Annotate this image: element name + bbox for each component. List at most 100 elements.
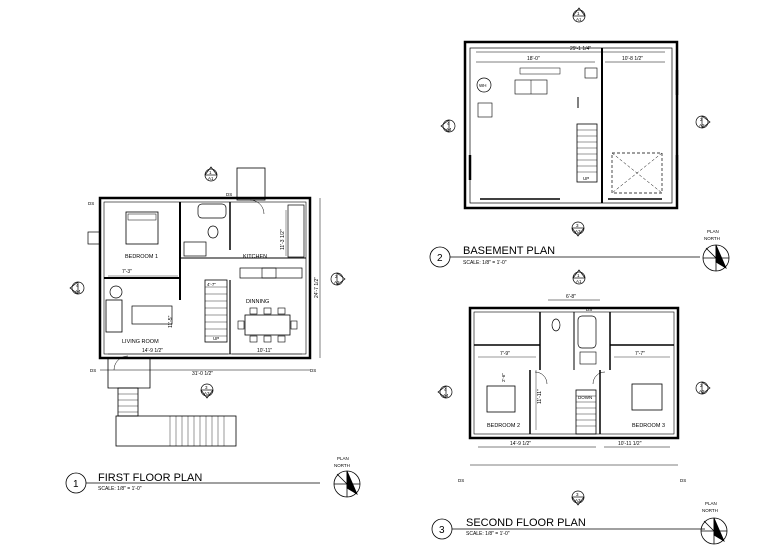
ff-dim-overall-depth: 24'-7 1/2" <box>314 277 320 298</box>
marker-number: 2 <box>700 383 703 388</box>
scale-basement: SCALE: 1/8" = 1'-0" <box>463 260 507 266</box>
second-floor-plan <box>468 299 680 466</box>
north-label-second: NORTH <box>702 508 718 513</box>
bathtub-second-floor <box>577 315 597 349</box>
bed-bedroom-3 <box>631 383 663 411</box>
room-kitchen: KITCHEN <box>243 254 267 260</box>
dining-table <box>244 314 291 336</box>
section-marker <box>200 383 214 399</box>
ff-dim-dining-width: 10'-11" <box>257 348 272 354</box>
room-bedroom-3: BEDROOM 3 <box>632 423 665 429</box>
ff-dim-living-width: 14'-9 1/2" <box>142 348 163 354</box>
ff-ds-top: DS <box>226 192 232 197</box>
room-bedroom-2: BEDROOM 2 <box>487 423 520 429</box>
room-dinning: DINNING <box>246 299 269 305</box>
basement-stairs <box>576 123 598 183</box>
section-marker <box>440 119 456 133</box>
ff-dim-stair: 4'-7" <box>207 282 216 287</box>
basement-dim-left: 18'-0" <box>527 56 540 62</box>
title-second-floor: SECOND FLOOR PLAN <box>466 517 586 529</box>
section-marker <box>571 221 585 237</box>
first-floor-stairs <box>204 279 228 343</box>
sf-dim-right-top: 7'-7" <box>635 351 645 357</box>
marker-number: 3 <box>576 492 579 497</box>
sf-ds-top: DS <box>586 307 592 312</box>
basement-wh-label: WH <box>479 83 487 88</box>
north-plan-first: PLAN <box>337 456 349 461</box>
sf-dim-left-bottom: 14'-9 1/2" <box>510 441 531 447</box>
marker-sheet: A4 <box>75 289 81 294</box>
ff-dim-bedroom-width: 7'-3" <box>122 269 132 275</box>
section-marker-labels: 1 A1 4 A4 2 A2 3 A3 1 A1 4 A4 2 A2 3 A3 … <box>75 11 705 503</box>
bed-bedroom-1 <box>125 211 159 245</box>
second-floor-stairs <box>575 389 597 435</box>
basement-opening <box>611 152 663 194</box>
marker-number: 2 <box>700 117 703 122</box>
kitchen-counter <box>287 204 305 258</box>
section-marker <box>572 269 586 285</box>
section-marker <box>69 281 85 295</box>
marker-sheet: A4 <box>443 393 449 398</box>
room-bedroom-1: BEDROOM 1 <box>125 254 158 260</box>
marker-sheet: A2 <box>334 280 340 285</box>
plan-number-basement: 2 <box>437 253 443 264</box>
title-basement: BASEMENT PLAN <box>463 245 555 257</box>
sf-stair-down: DOWN <box>578 395 592 400</box>
marker-number: 1 <box>577 11 580 16</box>
toilet-first-floor <box>207 225 219 239</box>
ff-ds-bottom-left: DS <box>90 368 96 373</box>
marker-sheet: A2 <box>699 389 705 394</box>
marker-sheet: A3 <box>575 229 581 234</box>
marker-number: 4 <box>76 283 79 288</box>
north-label-first: NORTH <box>334 463 350 468</box>
north-plan-basement: PLAN <box>707 229 719 234</box>
first-floor-plan <box>87 167 321 447</box>
marker-number: 4 <box>447 121 450 126</box>
sf-dim-right-bottom: 10'-11 1/2" <box>618 441 642 447</box>
marker-sheet: A3 <box>204 391 210 396</box>
scale-first-floor: SCALE: 1/8" = 1'-0" <box>98 486 142 492</box>
room-living: LIVING ROOM <box>122 339 159 345</box>
toilet-second-floor <box>551 318 561 332</box>
north-label-basement: NORTH <box>704 236 720 241</box>
plan-number-second: 3 <box>439 525 445 536</box>
sofa <box>105 299 123 333</box>
north-arrow-icon <box>702 244 730 272</box>
ff-dim-kitchen: 11'-3 1/2" <box>280 229 286 250</box>
plan-number-first: 1 <box>73 479 79 490</box>
north-arrow-icon <box>700 517 728 545</box>
basement-outer-wall <box>463 40 679 210</box>
sf-dim-top: 6'-8" <box>566 294 576 300</box>
sf-dim-small: 2'-6" <box>501 373 506 382</box>
section-marker <box>437 385 453 399</box>
chimney <box>236 167 266 201</box>
marker-sheet: A2 <box>699 123 705 128</box>
title-blocks <box>65 246 705 540</box>
coffee-table <box>131 305 173 325</box>
ff-stair-up: UP <box>213 336 219 341</box>
marker-sheet: A3 <box>575 498 581 503</box>
ff-ds-top-left: DS <box>88 201 94 206</box>
marker-sheet: A1 <box>576 279 582 284</box>
scale-second-floor: SCALE: 1/8" = 1'-0" <box>466 531 510 537</box>
marker-number: 3 <box>205 385 208 390</box>
section-marker <box>695 381 711 395</box>
marker-number: 4 <box>444 387 447 392</box>
first-floor-outer-wall <box>98 196 312 360</box>
marker-number: 1 <box>577 273 580 278</box>
bed-bedroom-2 <box>486 385 516 413</box>
marker-number: 3 <box>576 223 579 228</box>
section-marker <box>572 7 586 23</box>
section-marker <box>330 272 346 286</box>
section-marker <box>571 490 585 506</box>
basement-dim-right: 10'-8 1/2" <box>622 56 643 62</box>
sf-ds-right: DS <box>680 478 686 483</box>
bathtub-first-floor <box>197 203 227 219</box>
marker-number: 2 <box>335 274 338 279</box>
marker-sheet: A1 <box>208 176 214 181</box>
ff-ds-bottom-right: DS <box>310 368 316 373</box>
ff-dim-overall-width: 31'-0 1/2" <box>192 371 213 377</box>
marker-sheet: A1 <box>576 17 582 22</box>
marker-sheet: A4 <box>446 127 452 132</box>
